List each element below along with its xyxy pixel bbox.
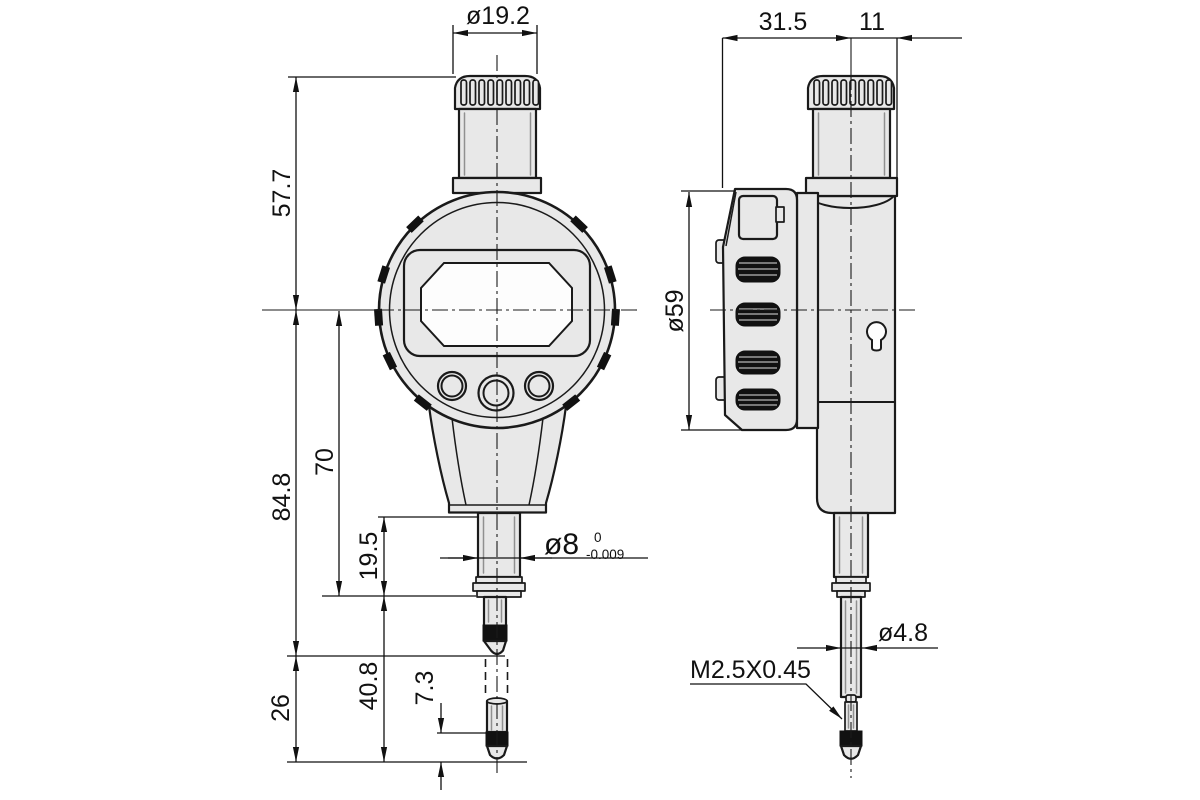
dim-cap-diameter: ø19.2 xyxy=(453,2,537,37)
dim-label: 57.7 xyxy=(268,169,296,218)
centerlines xyxy=(262,38,918,778)
dim-label: 26 xyxy=(267,694,295,722)
button-center xyxy=(477,374,515,412)
front-dimensions: ø19.2 57.7 84.8 26 70 19.5 40.8 xyxy=(267,2,648,790)
dim-label: ø8 xyxy=(544,528,579,561)
front-spindle xyxy=(482,595,508,628)
dim-26: 26 xyxy=(267,656,300,762)
dim-40-8: 40.8 xyxy=(355,596,388,762)
dim-label: 7.3 xyxy=(411,671,439,706)
side-dimensions: 31.5 11 ø59 ø4.8 M2.5X0.45 xyxy=(661,8,962,720)
dim-label: 84.8 xyxy=(268,473,296,522)
keyhole-slot xyxy=(866,321,887,352)
side-grip-pads xyxy=(735,256,781,411)
dim-label: 11 xyxy=(859,8,885,36)
side-body-column xyxy=(815,194,897,515)
dim-31-5: 31.5 xyxy=(722,8,851,42)
dim-7-3: 7.3 xyxy=(411,671,445,790)
dim-label: ø4.8 xyxy=(878,619,928,647)
tolerance-lower: -0.009 xyxy=(586,547,624,562)
dim-stem-diameter: ø8 0 -0.009 xyxy=(440,528,648,562)
dim-bezel-diameter: ø59 xyxy=(661,192,693,430)
battery-cover xyxy=(737,194,779,241)
front-stem xyxy=(476,511,522,579)
dim-label: ø59 xyxy=(661,289,689,332)
dim-label: ø19.2 xyxy=(466,2,530,30)
dim-label: 40.8 xyxy=(355,662,383,711)
dim-label: 31.5 xyxy=(759,8,808,36)
dim-label: 19.5 xyxy=(355,532,383,581)
button-left xyxy=(436,370,468,402)
side-cap-knurl-slots xyxy=(813,79,893,106)
front-lower-housing xyxy=(427,404,568,514)
front-cap-knurl-slots xyxy=(460,79,540,106)
dim-11: 11 xyxy=(851,8,962,42)
dim-spindle-diameter: ø4.8 xyxy=(797,619,938,652)
front-collar xyxy=(472,576,526,598)
button-right xyxy=(523,370,555,402)
dim-label: 70 xyxy=(311,448,339,476)
dim-70: 70 xyxy=(311,311,343,596)
dim-84-8: 84.8 xyxy=(268,310,300,656)
tolerance-upper: 0 xyxy=(594,530,602,545)
battery-cover-latch xyxy=(775,206,785,223)
dim-57-7: 57.7 xyxy=(268,77,300,310)
dim-19-5: 19.5 xyxy=(355,517,388,596)
front-rim-serrations xyxy=(374,215,620,411)
front-contact-tip-up xyxy=(482,639,508,656)
thread-spec-callout: M2.5X0.45 xyxy=(690,656,843,720)
dim-label: M2.5X0.45 xyxy=(690,656,811,684)
front-contact-band-up xyxy=(482,624,508,642)
